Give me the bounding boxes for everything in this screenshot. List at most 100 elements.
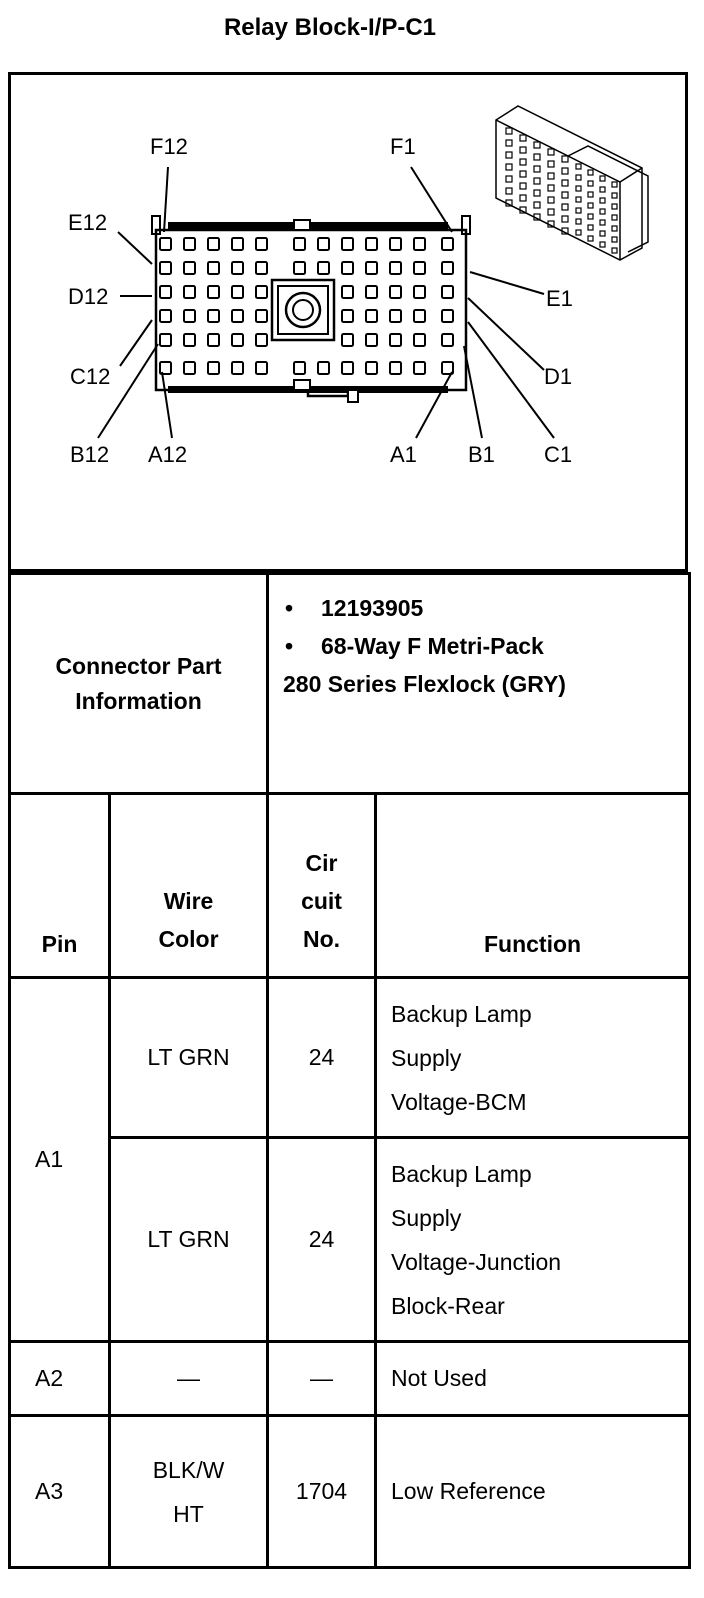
pin-cavity: [341, 285, 354, 299]
pin-cavity: [441, 261, 454, 275]
pin-cavity: [231, 285, 244, 299]
label-a1: A1: [390, 442, 417, 467]
thumbnail-cavity: [533, 213, 541, 221]
pin-cavity: [365, 285, 378, 299]
pin-cavity: [365, 261, 378, 275]
pin-cell: A1: [8, 976, 111, 1343]
pin-cavity: [389, 237, 402, 251]
thumbnail-cavity: [599, 175, 606, 182]
label-d1: D1: [544, 364, 572, 389]
pin-cavity: [413, 361, 426, 375]
wire-color-cell: LT GRN: [107, 1136, 270, 1343]
connector-series: 280 Series Flexlock (GRY): [283, 671, 566, 697]
pin-cavity: [341, 309, 354, 323]
pin-cavity: [413, 237, 426, 251]
pin-cavity: [389, 333, 402, 347]
part-number: •12193905: [285, 595, 424, 621]
table-row: A2 — — Not Used: [8, 1340, 692, 1417]
pin-cavity: [365, 333, 378, 347]
pin-cavity: [293, 261, 306, 275]
pin-cavity: [231, 309, 244, 323]
thumbnail-cavity: [611, 181, 618, 188]
pin-cavity: [413, 261, 426, 275]
pin-cavity: [317, 361, 330, 375]
wire-color-cell: LT GRN: [107, 976, 270, 1139]
thumbnail-cavity: [533, 165, 541, 173]
pin-cavity: [159, 309, 172, 323]
pin-cavity: [255, 361, 268, 375]
label-a12: A12: [148, 442, 187, 467]
thumbnail-cavity: [611, 225, 618, 232]
thumbnail-cavity: [599, 208, 606, 215]
thumbnail-cavity: [519, 158, 527, 166]
thumbnail-cavity: [587, 213, 594, 220]
thumbnail-cavity: [575, 174, 582, 181]
thumbnail-cavity: [611, 236, 618, 243]
label-c1: C1: [544, 442, 572, 467]
pin-cavity: [207, 333, 220, 347]
pin-cavity: [441, 361, 454, 375]
thumbnail-cavity: [533, 177, 541, 185]
thumbnail-cavity: [587, 169, 594, 176]
pin-cavity: [207, 261, 220, 275]
pin-cavity: [183, 361, 196, 375]
pin-cavity: [389, 361, 402, 375]
label-f1: F1: [390, 134, 416, 159]
pin-cavity: [207, 237, 220, 251]
pin-cavity: [255, 261, 268, 275]
thumbnail-cavity: [561, 191, 569, 199]
function-cell: Low Reference: [374, 1414, 692, 1569]
header-pin: Pin: [8, 792, 111, 979]
thumbnail-cavity: [587, 202, 594, 209]
pin-cavity: [441, 285, 454, 299]
pin-cavity: [207, 285, 220, 299]
pin-cavity: [413, 333, 426, 347]
pin-cavity: [389, 285, 402, 299]
thumbnail-cavity: [611, 247, 618, 254]
pin-cavity: [231, 261, 244, 275]
connector-diagram: F12 F1 E12 D12 C12 B12 A12 A1 B1 C1 D1 E…: [8, 72, 688, 572]
circuit-cell: 24: [266, 976, 378, 1139]
pin-cavity: [413, 285, 426, 299]
thumbnail-cavity: [611, 192, 618, 199]
pin-cavity: [317, 261, 330, 275]
pin-cavity: [441, 309, 454, 323]
connector-type: •68-Way F Metri-Pack: [285, 633, 544, 659]
pin-cavity: [159, 285, 172, 299]
pin-cavity: [255, 237, 268, 251]
pin-cavity: [341, 237, 354, 251]
thumbnail-cavity: [561, 203, 569, 211]
label-e12: E12: [68, 210, 107, 235]
thumbnail-cavity: [587, 235, 594, 242]
thumbnail-cavity: [561, 155, 569, 163]
thumbnail-cavity: [505, 163, 513, 171]
thumbnail-cavity: [611, 214, 618, 221]
pin-cavity: [207, 309, 220, 323]
label-d12: D12: [68, 284, 108, 309]
pin-cavity: [231, 361, 244, 375]
thumbnail-cavity: [519, 194, 527, 202]
thumbnail-cavity: [575, 207, 582, 214]
pin-cavity: [293, 237, 306, 251]
pin-cavity: [183, 237, 196, 251]
thumbnail-cavity: [599, 219, 606, 226]
label-b12: B12: [70, 442, 109, 467]
thumbnail-cavity: [547, 160, 555, 168]
connector-info-row: Connector Part Information •12193905 •68…: [7, 572, 692, 795]
connector-info-values: •12193905 •68-Way F Metri-Pack 280 Serie…: [266, 572, 692, 795]
pin-cavity: [255, 333, 268, 347]
thumbnail-cavity: [575, 196, 582, 203]
header-function: Function: [374, 792, 692, 979]
label-c12: C12: [70, 364, 110, 389]
pin-cavity: [341, 261, 354, 275]
pin-cavity: [317, 237, 330, 251]
thumbnail-cavity: [533, 153, 541, 161]
thumbnail-cavity: [533, 189, 541, 197]
thumbnail-cavity: [561, 227, 569, 235]
